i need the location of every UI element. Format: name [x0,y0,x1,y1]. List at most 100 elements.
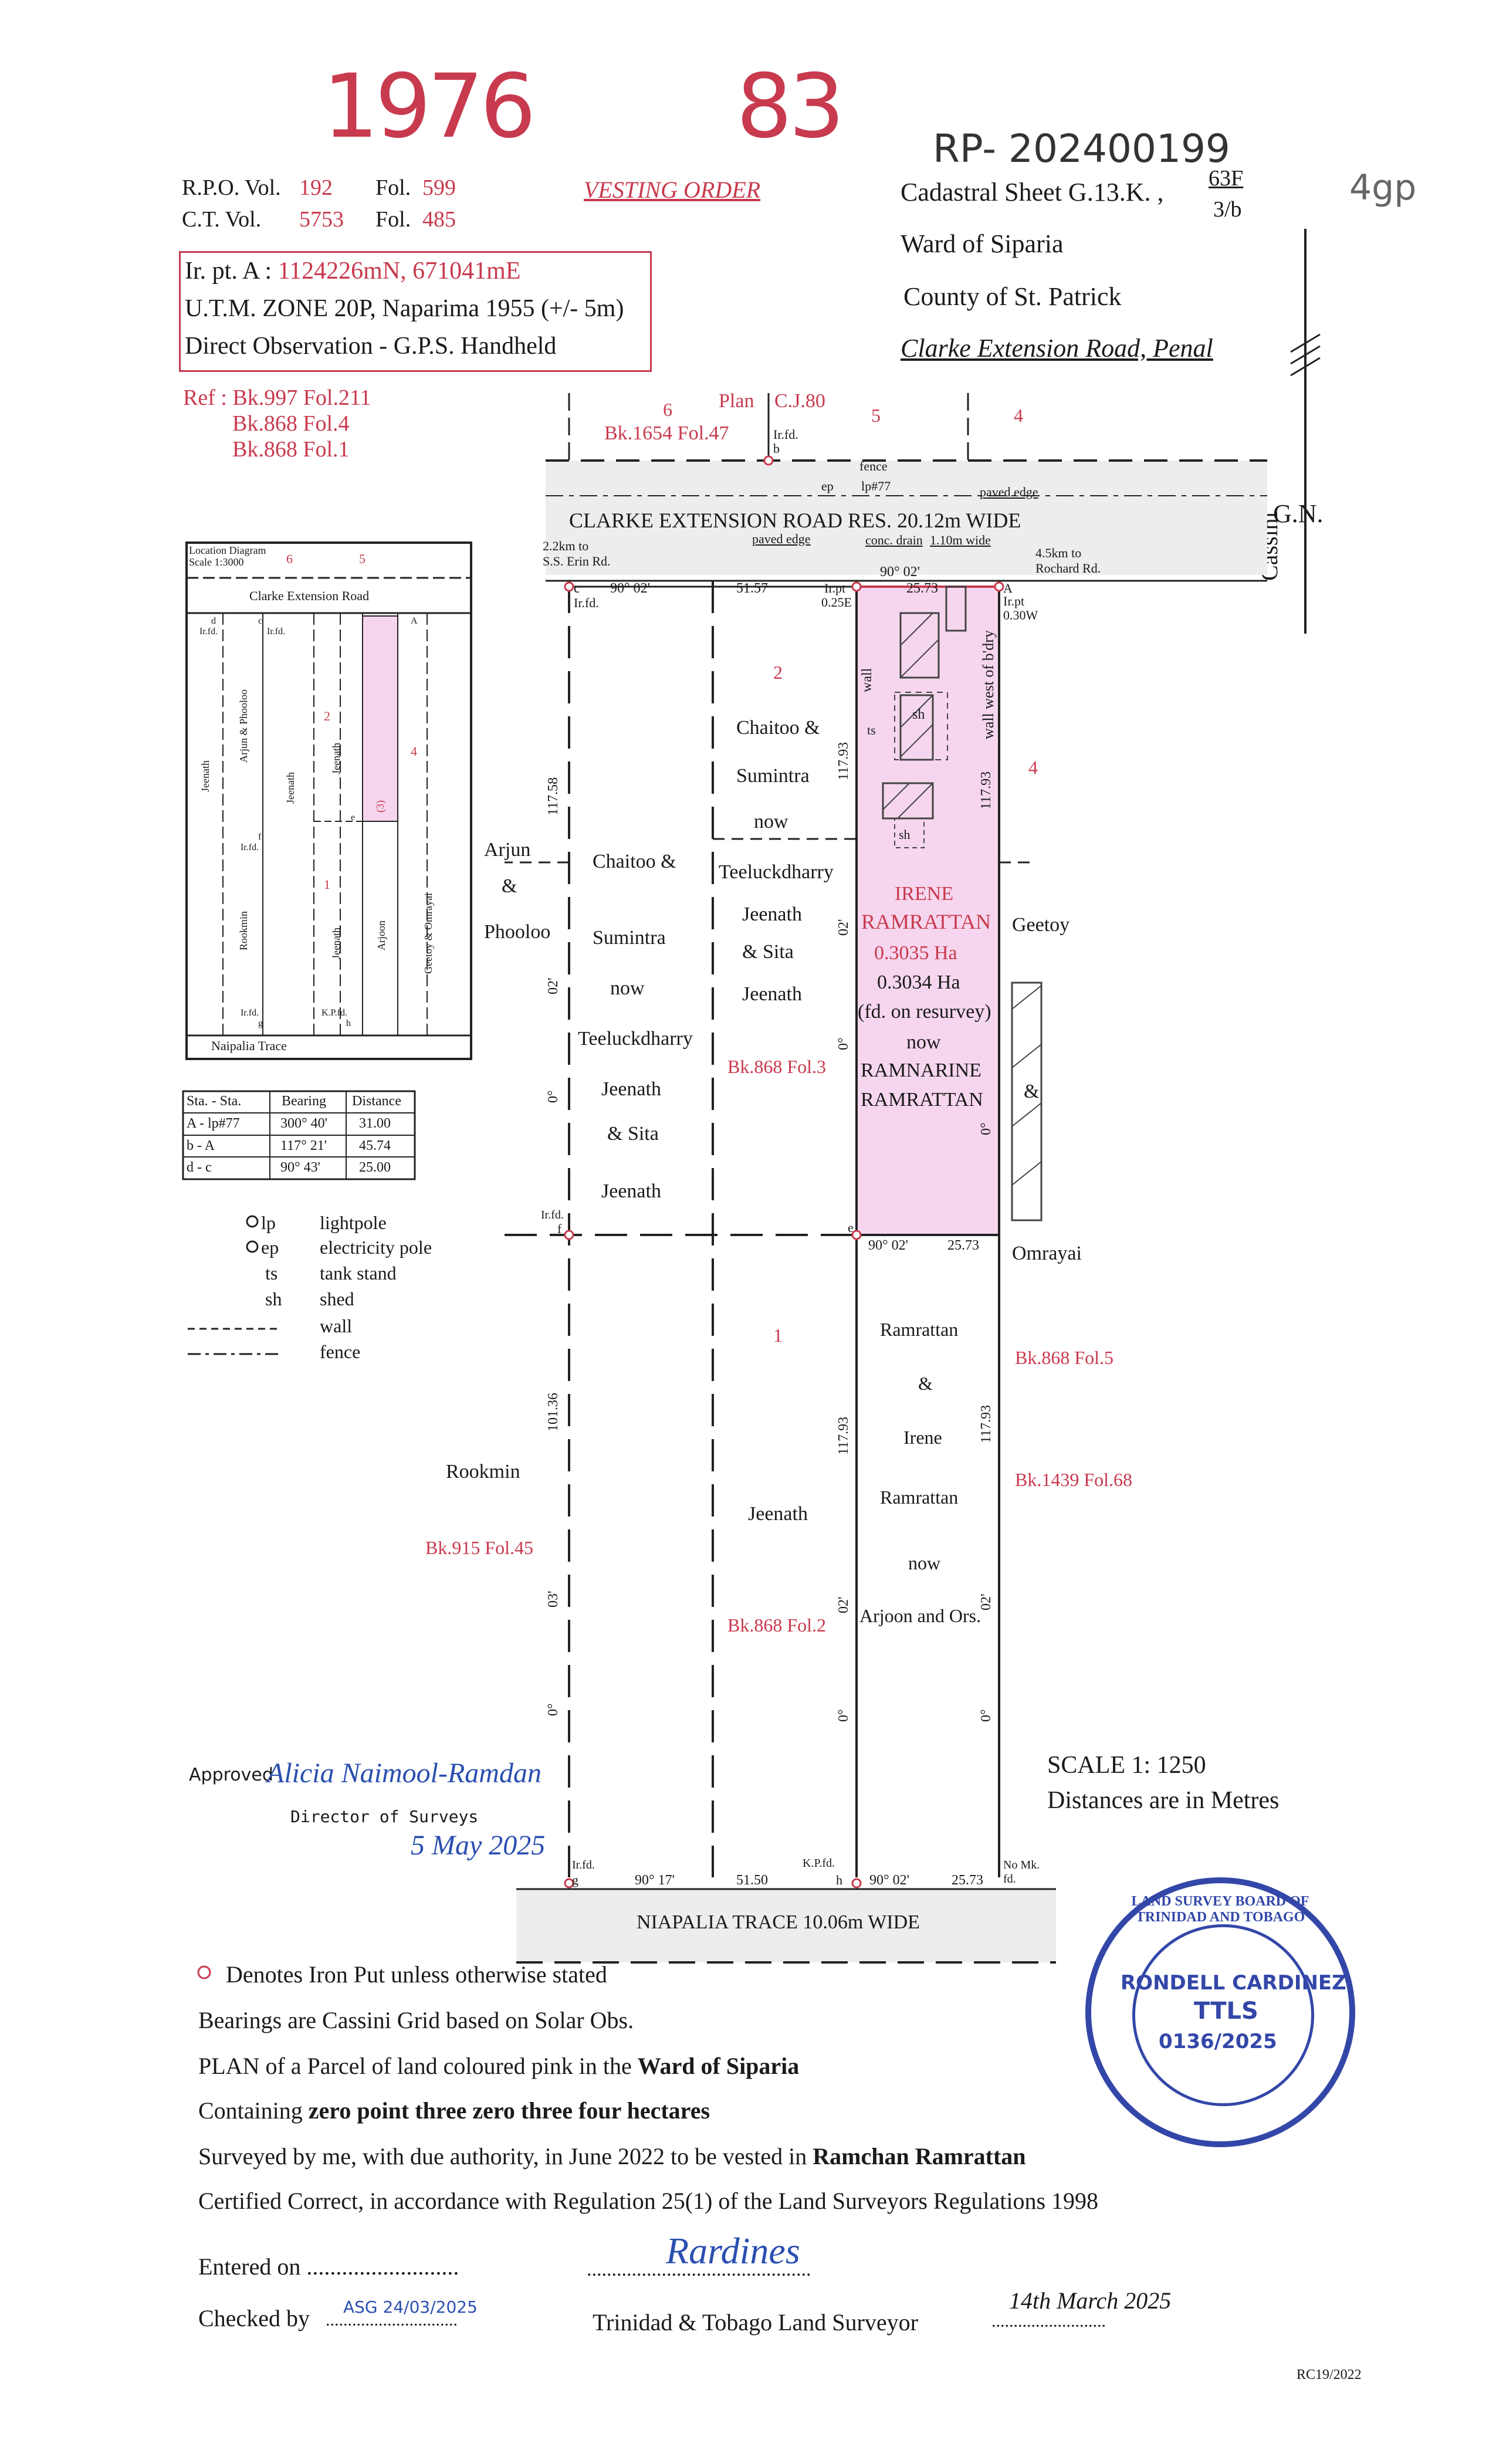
note-plan-ward: Ward of Siparia [637,2053,800,2079]
legend-sym-sh: sh [265,1288,282,1309]
bt-r3c3: 25.00 [359,1160,391,1175]
conc-drain: conc. drain [865,533,923,547]
point-f-irfd: Ir.fd. [541,1209,564,1221]
plan-number-left: 1976 [323,56,536,158]
loc-mark-f-fd: Ir.fd. [241,842,259,852]
loc-mark-c-fd: Ir.fd. [267,627,286,637]
point-irpt-2: 0.25E [821,595,852,610]
ramrattan-1: Ramrattan [880,1319,959,1340]
note-containing-text: Containing [198,2097,309,2124]
chaitoo-left-5: Jeenath [601,1078,661,1100]
dim-min03: 03' [546,1590,561,1607]
survey-date-hw: 14th March 2025 [1009,2287,1172,2314]
plan-number-right: 83 [736,56,845,158]
subject-area-note: (fd. on resurvey) [858,1001,991,1023]
bt-r3c2: 90° 43' [280,1160,320,1175]
ct-label: C.T. Vol. [182,207,262,232]
subject-owner-new-1: RAMNARINE [861,1060,981,1081]
parcel-2-label: 2 [773,662,783,683]
loc-mark-2: 2 [324,709,330,723]
director-label: Director of Surveys [290,1807,479,1826]
ct-fol: 485 [422,207,456,232]
loc-name-7: Arjoon [375,920,387,950]
note-surveyed-name: Ramchan Ramrattan [813,2143,1026,2169]
road-name: Clarke Extension Road, Penal [901,334,1213,363]
geetoy-1: Geetoy [1012,914,1070,936]
grid-north: G.N. [1273,499,1324,528]
geetoy-2: & [1024,1081,1040,1102]
parcel-6-label: 6 [663,399,672,420]
dim-11793-a: 117.93 [836,742,851,780]
note-containing-area: zero point three zero three four hectare… [308,2097,710,2124]
fence-label: fence [859,459,888,473]
legend-sym-ep: ep [261,1237,279,1258]
chaitoo-right-6: & Sita [742,941,794,963]
chaitoo-left-7: Jeenath [601,1180,661,1202]
loc-trace: Naipalia Trace [211,1038,287,1053]
subject-now: now [906,1031,941,1053]
point-g-irfd: Ir.fd. [572,1859,595,1871]
point-a-irpt: Ir.pt [1003,594,1025,608]
loc-name-1: Jeenath [199,760,211,792]
cadastral-sheet: Cadastral Sheet G.13.K. , [901,178,1164,207]
irfd-b-2: b [773,441,780,456]
loc-mark-d: d [211,616,216,626]
note-containing: Containing zero point three zero three f… [198,2097,710,2124]
rpo-fol: 599 [422,175,456,200]
dim-deg0-f: 0° [979,1709,994,1722]
dim-bot-bearing-1: 90° 17' [635,1873,675,1888]
note-iron-put: Denotes Iron Put unless otherwise stated [226,1961,607,1988]
parcel-4-top-label: 4 [1014,405,1023,426]
legend-lbl-ts: tank stand [320,1263,397,1284]
chaitoo-right-4: Teeluckdharry [719,861,834,883]
niapalia-road-label: NIAPALIA TRACE 10.06m WIDE [637,1911,920,1933]
to-erin-2: S.S. Erin Rd. [543,554,611,568]
chaitoo-left-1: Chaitoo & [593,851,676,872]
iron-point-label: Ir. pt. A : [185,258,278,285]
plan-label: Plan [719,390,754,412]
chaitoo-right-5: Jeenath [742,903,802,925]
loc-title-1: Location Diagram [189,544,266,556]
bt-h2: Bearing [282,1094,326,1109]
point-c-letter: c [574,581,580,596]
niapalia-road-band [516,1889,1056,1962]
point-a-offset: 0.30W [1003,608,1038,622]
ep-label: ep [821,479,834,493]
bk1439-fol68: Bk.1439 Fol.68 [1015,1469,1133,1490]
dim-bot-5150: 51.50 [736,1873,768,1888]
dim-11758: 117.58 [546,777,561,815]
drain-width: 1.10m wide [930,533,991,547]
arjun-1: Arjun [484,839,531,861]
clarke-road-band [546,461,1267,575]
parcel-1-label: 1 [773,1325,783,1346]
point-f-letter: f [557,1221,562,1236]
chaitoo-right-1: Chaitoo & [736,717,820,739]
bk868-fol5: Bk.868 Fol.5 [1015,1347,1114,1368]
chaitoo-left-2: Sumintra [593,927,666,949]
geetoy-3: Omrayai [1012,1243,1082,1264]
loc-mark-e: e [351,813,356,823]
stamp-ttls: TTLS [1194,1998,1258,2025]
subject-owner-2: RAMRATTAN [861,910,991,933]
bt-r1c2: 300° 40' [280,1116,327,1131]
ramrattan-5: now [908,1552,941,1573]
jeenath-label: Jeenath [748,1503,808,1525]
bt-r2c3: 45.74 [359,1138,391,1153]
loc-title-2: Scale 1:3000 [189,556,244,568]
legend-lbl-wall: wall [320,1315,353,1336]
iron-point-box [179,251,652,372]
legend-lbl-lp: lightpole [320,1212,387,1233]
to-rochard-2: Rochard Rd. [1035,561,1101,576]
parcel-4-label: 4 [1028,757,1038,778]
surveyor-dots: ........................................… [587,2259,811,2280]
rookmin-label: Rookmin [446,1461,520,1483]
loc-mark-g-fd: Ir.fd. [241,1008,259,1018]
point-e-letter: e [848,1220,854,1235]
land-survey-board-stamp [1085,1877,1355,2147]
dim-mid-2573: 25.73 [947,1238,979,1253]
loc-mark-h: h [346,1018,351,1028]
point-c-irfd: Ir.fd. [574,595,599,610]
dim-deg0-d: 0° [979,1122,994,1135]
loc-mark-kp: K.P.fd. [321,1008,348,1018]
